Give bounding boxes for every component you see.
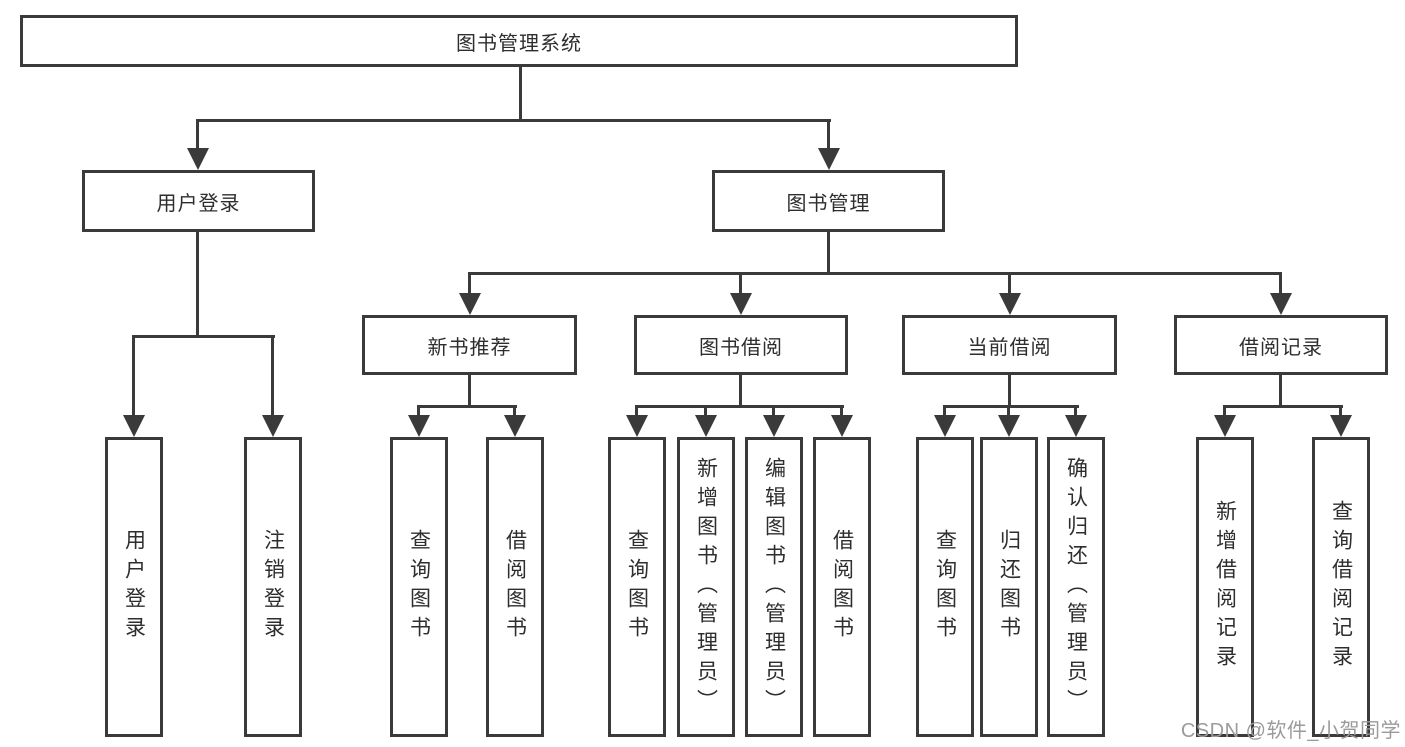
connector-new-book-recommendation-stem xyxy=(468,375,471,407)
node-book-management-label: 图书管理 xyxy=(786,192,871,215)
leaf-borrow-books-label: 借阅图书 xyxy=(830,529,854,645)
leaf-add-borrowing-record: 新增借阅记录 xyxy=(1196,437,1254,737)
node-book-borrowing-label: 图书借阅 xyxy=(699,336,783,359)
arrow-down-to-user-login-icon xyxy=(196,119,199,148)
connector-borrowing-records-bar xyxy=(1223,405,1343,408)
leaf-return-books-label: 归还图书 xyxy=(997,529,1021,645)
arrow-down-leaf-icon xyxy=(635,405,638,415)
node-current-borrowing: 当前借阅 xyxy=(902,315,1117,375)
leaf-borrow-books-recommend: 借阅图书 xyxy=(486,437,544,737)
leaf-user-login: 用户登录 xyxy=(105,437,163,737)
connector-current-borrowing-bar xyxy=(943,405,1079,408)
arrow-down-to-current-borrowing-icon xyxy=(1008,272,1011,293)
arrow-down-leaf-icon xyxy=(704,405,707,415)
arrow-down-leaf-icon xyxy=(1007,405,1010,415)
leaf-query-books-label: 查询图书 xyxy=(407,529,431,645)
connector-book-management-stem xyxy=(827,232,830,275)
arrow-down-to-borrowing-records-icon xyxy=(1279,272,1282,293)
connector-user-login-bar xyxy=(133,335,275,338)
connector-user-login-stem xyxy=(196,232,199,338)
leaf-confirm-return-admin: 确认归还（管理员） xyxy=(1047,437,1105,737)
node-new-book-recommendation: 新书推荐 xyxy=(362,315,577,375)
leaf-borrow-books-borrowing: 借阅图书 xyxy=(813,437,871,737)
leaf-borrow-books-label: 借阅图书 xyxy=(503,529,527,645)
node-library-system: 图书管理系统 xyxy=(20,15,1018,67)
connector-book-management-bar xyxy=(469,272,1281,275)
leaf-query-borrowing-record: 查询借阅记录 xyxy=(1312,437,1370,737)
leaf-confirm-return-admin-label: 确认归还（管理员） xyxy=(1064,456,1088,718)
arrow-down-to-leaf-logout-icon xyxy=(271,335,274,415)
node-current-borrowing-label: 当前借阅 xyxy=(967,336,1052,359)
leaf-edit-books-admin: 编辑图书（管理员） xyxy=(745,437,803,737)
arrow-down-leaf-icon xyxy=(840,405,843,415)
arrow-down-leaf-icon xyxy=(1223,405,1226,415)
leaf-query-books-recommend: 查询图书 xyxy=(390,437,448,737)
node-new-book-recommendation-label: 新书推荐 xyxy=(427,336,512,359)
leaf-logout: 注销登录 xyxy=(244,437,302,737)
leaf-query-borrowing-record-label: 查询借阅记录 xyxy=(1329,500,1353,674)
leaf-add-books-admin: 新增图书（管理员） xyxy=(677,437,735,737)
leaf-query-books-label: 查询图书 xyxy=(625,529,649,645)
node-borrowing-records-label: 借阅记录 xyxy=(1239,336,1323,359)
arrow-down-leaf-icon xyxy=(943,405,946,415)
node-user-login: 用户登录 xyxy=(82,170,315,232)
arrow-down-leaf-icon xyxy=(1074,405,1077,415)
node-borrowing-records: 借阅记录 xyxy=(1174,315,1388,375)
node-user-login-label: 用户登录 xyxy=(156,192,241,215)
node-book-borrowing: 图书借阅 xyxy=(634,315,848,375)
leaf-query-books-borrowing: 查询图书 xyxy=(608,437,666,737)
csdn-watermark: CSDN @软件_小贺同学 xyxy=(1180,720,1401,742)
leaf-logout-label: 注销登录 xyxy=(261,529,285,645)
node-library-system-label: 图书管理系统 xyxy=(456,32,582,55)
leaf-add-borrowing-record-label: 新增借阅记录 xyxy=(1213,500,1237,674)
leaf-edit-books-admin-label: 编辑图书（管理员） xyxy=(762,456,786,718)
arrow-down-leaf-icon xyxy=(417,405,420,415)
arrow-down-leaf-icon xyxy=(513,405,516,415)
connector-root-stem xyxy=(519,65,522,121)
connector-borrowing-records-stem xyxy=(1279,375,1282,407)
connector-book-borrowing-bar xyxy=(635,405,844,408)
connector-new-book-recommendation-bar xyxy=(418,405,517,408)
leaf-return-books: 归还图书 xyxy=(980,437,1038,737)
arrow-down-to-book-borrowing-icon xyxy=(739,272,742,293)
arrow-down-leaf-icon xyxy=(1339,405,1342,415)
arrow-down-to-book-management-icon xyxy=(827,119,830,148)
leaf-user-login-label: 用户登录 xyxy=(122,529,146,645)
connector-book-borrowing-stem xyxy=(739,375,742,407)
arrow-down-leaf-icon xyxy=(772,405,775,415)
leaf-add-books-admin-label: 新增图书（管理员） xyxy=(694,456,718,718)
arrow-down-to-new-book-recommendation-icon xyxy=(468,272,471,293)
node-book-management: 图书管理 xyxy=(712,170,945,232)
leaf-query-books-label: 查询图书 xyxy=(933,529,957,645)
arrow-down-to-leaf-user-login-icon xyxy=(132,335,135,415)
connector-root-bar xyxy=(197,119,831,122)
leaf-query-books-current: 查询图书 xyxy=(916,437,974,737)
connector-current-borrowing-stem xyxy=(1008,375,1011,407)
